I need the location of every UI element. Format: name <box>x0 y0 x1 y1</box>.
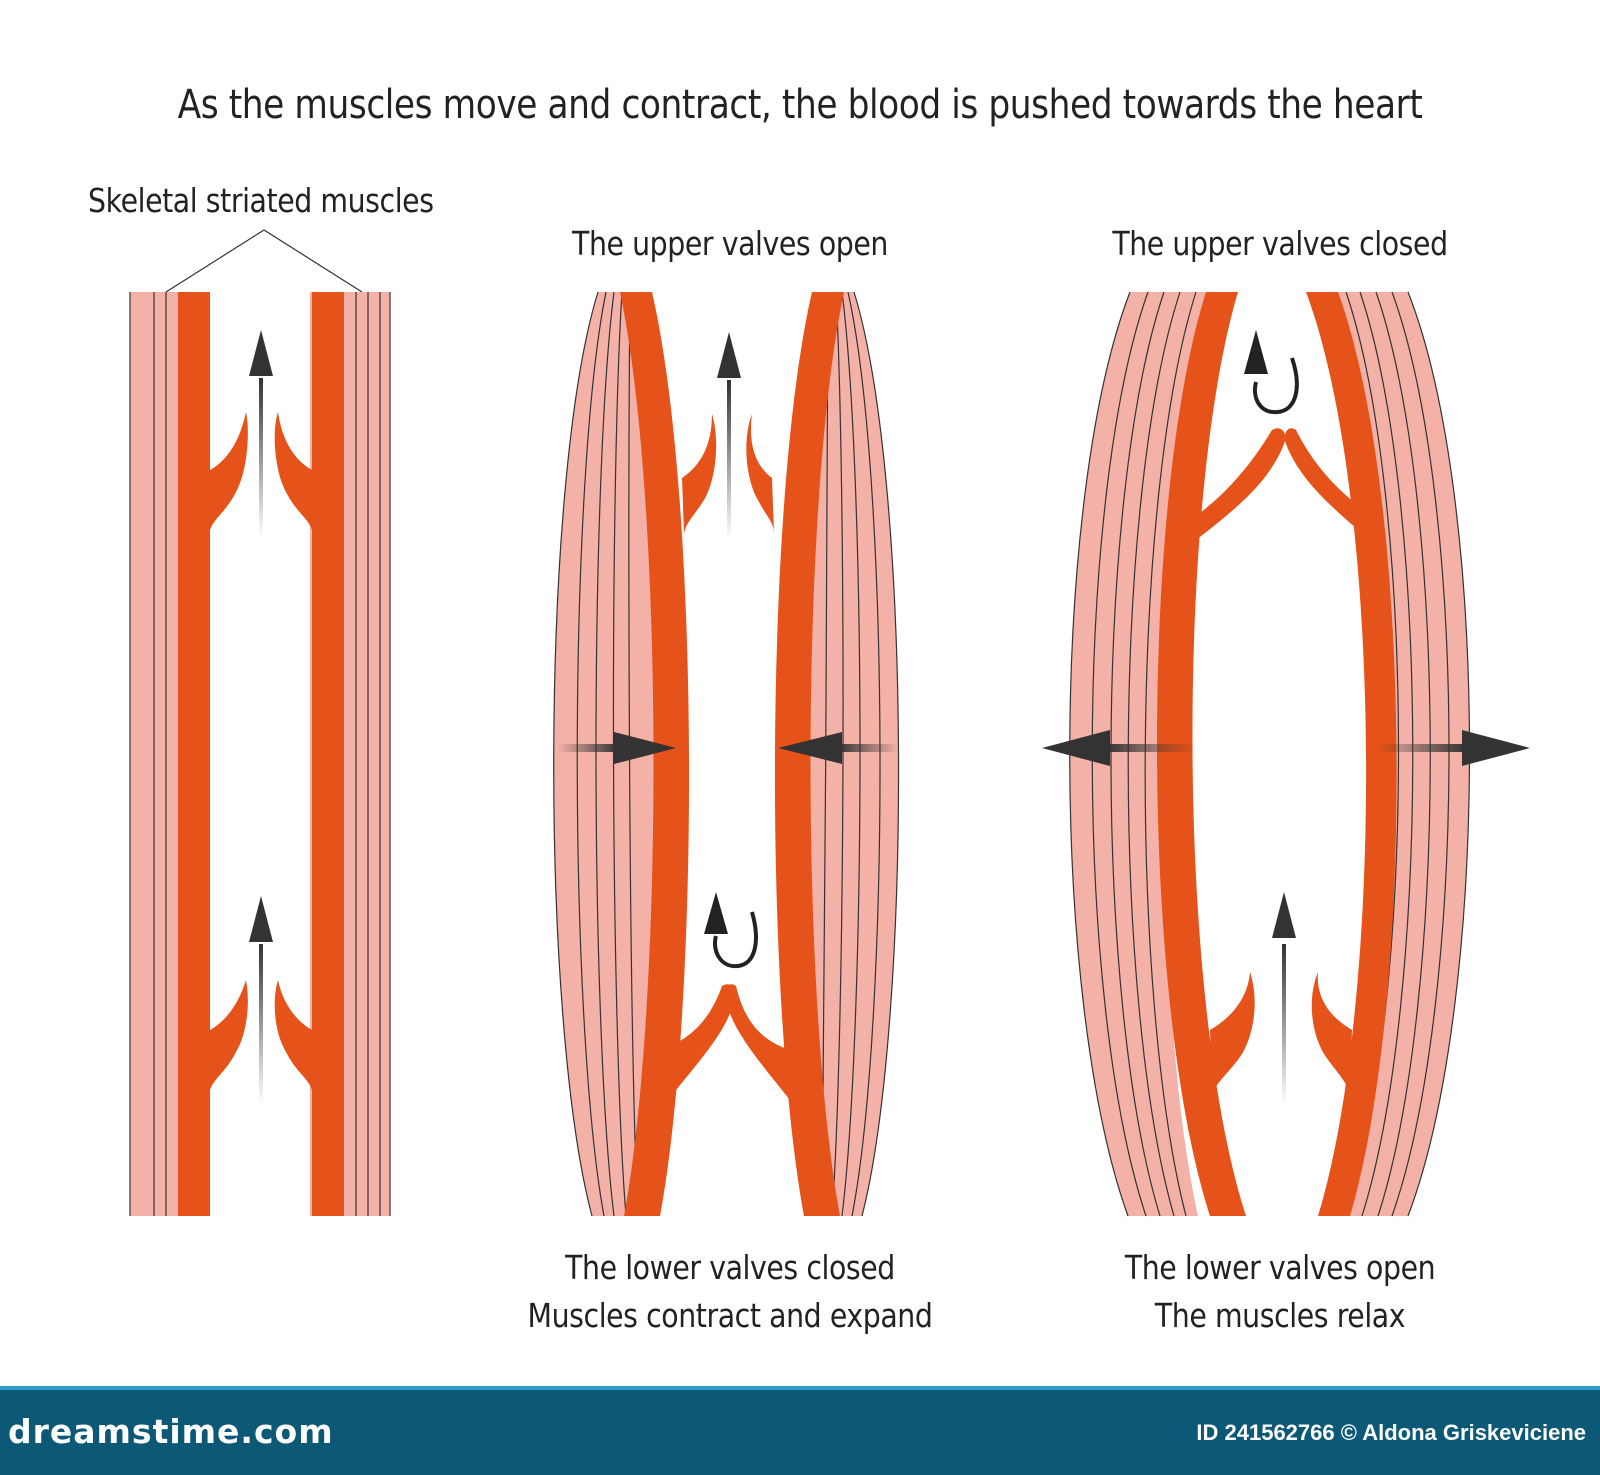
left-vein-wall <box>1156 292 1246 1216</box>
squeeze-arrow-left-shaft <box>558 744 618 752</box>
arrow-up-head <box>717 332 741 378</box>
arrow-up-head-top <box>249 330 273 376</box>
lower-left-valve <box>1210 972 1255 1094</box>
lower-right-valve <box>725 984 790 1100</box>
upper-right-valve <box>746 414 774 534</box>
panel-2-contracted-muscle <box>553 291 900 1217</box>
panel-2-top-label: The upper valves open <box>572 224 888 263</box>
curved-backflow-arrow <box>713 911 758 969</box>
image-credit: ID 241562766 © Aldona Griskeviciene <box>1196 1420 1586 1445</box>
right-vein-wall <box>312 292 344 1216</box>
expand-arrow-right-shaft <box>1376 744 1466 752</box>
arrow-up-shaft-top <box>259 378 263 538</box>
panel-3-bottom-line-2: The muscles relax <box>1154 1296 1406 1335</box>
lower-right-valve <box>274 980 312 1090</box>
arrow-up-head-bottom <box>249 896 273 942</box>
panel-3-top-label: The upper valves closed <box>1112 224 1448 263</box>
lower-left-valve <box>660 984 735 1100</box>
squeeze-arrow-right-head <box>778 732 842 764</box>
expand-arrow-left-shaft <box>1106 744 1196 752</box>
upper-left-valve <box>1190 428 1286 540</box>
upper-left-valve <box>210 412 248 530</box>
left-vein-wall <box>178 292 210 1216</box>
squeeze-arrow-right-shaft <box>838 744 898 752</box>
panel-2-bottom-line-2: Muscles contract and expand <box>527 1296 933 1335</box>
right-muscle <box>1330 292 1470 1216</box>
upper-left-valve <box>682 414 717 534</box>
expand-arrow-right-head <box>1462 730 1530 766</box>
muscle-pump-diagram <box>129 229 1530 1217</box>
footer-accent-line <box>0 1386 1600 1390</box>
diagram-title: As the muscles move and contract, the bl… <box>177 82 1423 128</box>
arrow-up-head <box>1272 892 1296 938</box>
squeeze-arrow-left-head <box>614 732 676 764</box>
lower-left-valve <box>210 980 248 1090</box>
lower-right-valve <box>1311 972 1352 1094</box>
upper-right-valve <box>274 412 312 530</box>
label-leader-lines <box>165 229 363 293</box>
arrow-up-shaft <box>727 380 731 540</box>
panel-1-relaxed-muscle <box>129 229 391 1216</box>
arrow-up-shaft-bottom <box>259 944 263 1104</box>
left-vein-wall <box>620 292 690 1216</box>
curved-arrow-head <box>704 892 728 934</box>
panel-2-bottom-line-1: The lower valves closed <box>565 1248 895 1287</box>
panel-1-top-label: Skeletal striated muscles <box>88 181 434 220</box>
upper-right-valve <box>1284 428 1380 540</box>
arrow-up-shaft <box>1282 944 1286 1104</box>
curved-backflow-arrow <box>1253 357 1299 415</box>
curved-arrow-head <box>1244 330 1268 374</box>
brand-logo-text[interactable]: dreamstime.com <box>8 1412 334 1451</box>
panel-3-relaxed-muscle <box>1042 291 1530 1217</box>
expand-arrow-left-head <box>1042 730 1110 766</box>
panel-3-bottom-line-1: The lower valves open <box>1124 1248 1436 1287</box>
left-muscle <box>1069 292 1232 1216</box>
footer-bar <box>0 1386 1600 1475</box>
